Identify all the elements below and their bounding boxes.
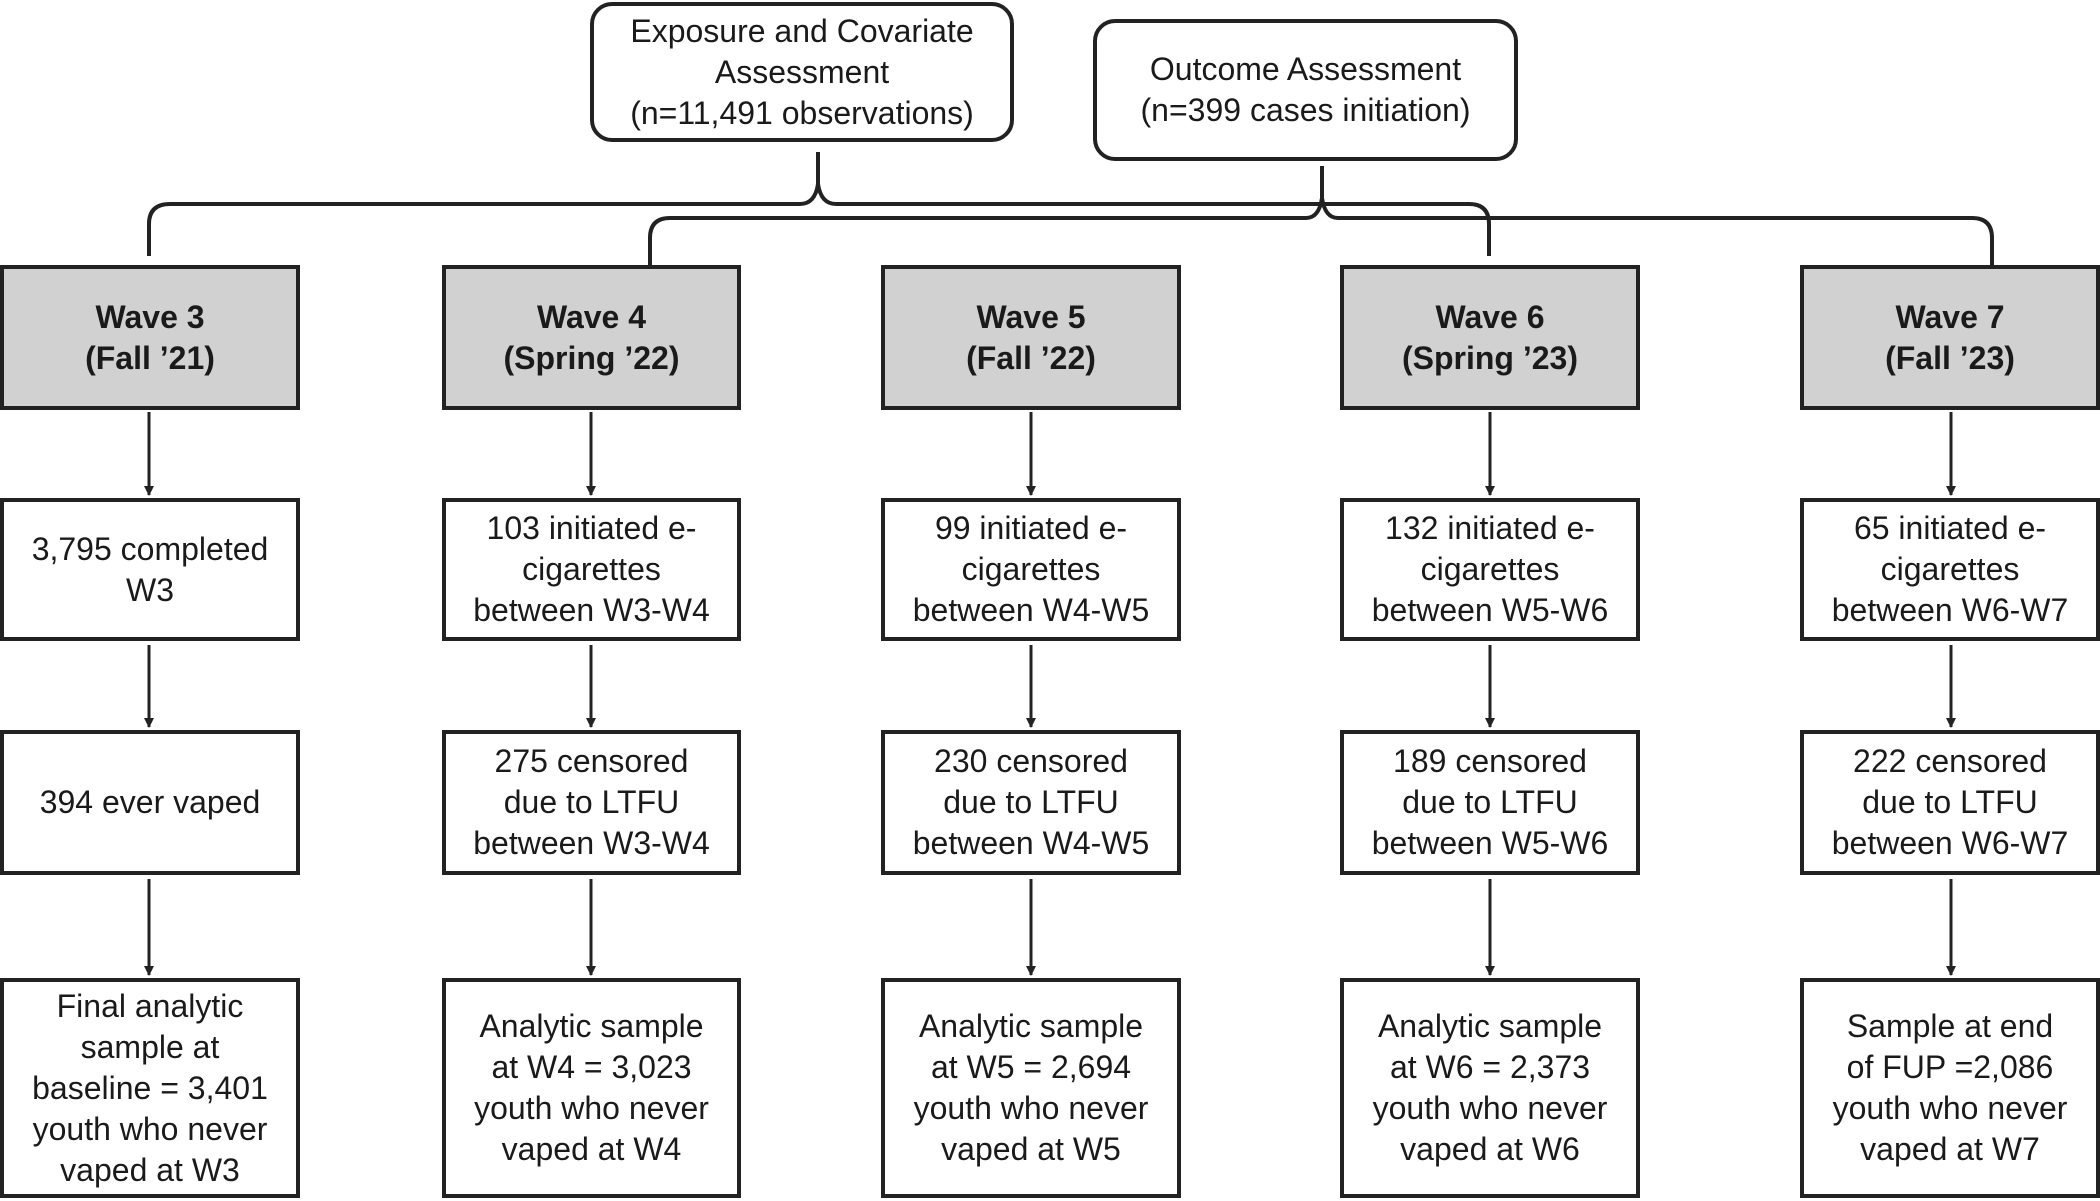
initiated-text: 132 initiated e- cigarettes between W5-W… <box>1371 510 1609 628</box>
wave-4-initiated-box: 103 initiated e- cigarettes between W3-W… <box>442 498 741 641</box>
wave-3-censored-box: 394 ever vaped <box>0 730 300 875</box>
wave-3-initiated-box: 3,795 completed W3 <box>0 498 300 641</box>
wave-title: Wave 6 (Spring ’23) <box>1401 298 1578 376</box>
sample-text: Analytic sample at W4 = 3,023 youth who … <box>474 1008 709 1167</box>
censored-text: 189 censored due to LTFU between W5-W6 <box>1371 743 1609 861</box>
outcome-assessment-text: Outcome Assessment (n=399 cases initiati… <box>1140 51 1471 128</box>
exposure-assessment-box: Exposure and Covariate Assessment (n=11,… <box>590 2 1014 142</box>
wave-7-header: Wave 7 (Fall ’23) <box>1800 265 2100 410</box>
wave-6-header: Wave 6 (Spring ’23) <box>1340 265 1640 410</box>
wave-title: Wave 7 (Fall ’23) <box>1885 298 2015 376</box>
exposure-assessment-text: Exposure and Covariate Assessment (n=11,… <box>630 12 974 131</box>
initiated-text: 3,795 completed W3 <box>31 530 269 608</box>
sample-text: Analytic sample at W5 = 2,694 youth who … <box>913 1008 1149 1167</box>
sample-text: Sample at end of FUP =2,086 youth who ne… <box>1832 1008 2068 1167</box>
wave-7-sample-box: Sample at end of FUP =2,086 youth who ne… <box>1800 978 2100 1198</box>
wave-5-header: Wave 5 (Fall ’22) <box>881 265 1181 410</box>
wave-title: Wave 4 (Spring ’22) <box>503 298 680 376</box>
sample-text: Final analytic sample at baseline = 3,40… <box>32 987 268 1188</box>
censored-text: 275 censored due to LTFU between W3-W4 <box>473 743 710 861</box>
outcome-bracket <box>648 166 1994 266</box>
wave-title: Wave 3 (Fall ’21) <box>85 298 215 376</box>
censored-text: 230 censored due to LTFU between W4-W5 <box>912 743 1150 861</box>
censored-text: 394 ever vaped <box>39 784 261 820</box>
wave-4-censored-box: 275 censored due to LTFU between W3-W4 <box>442 730 741 875</box>
wave-6-sample-box: Analytic sample at W6 = 2,373 youth who … <box>1340 978 1640 1198</box>
initiated-text: 99 initiated e- cigarettes between W4-W5 <box>912 510 1150 628</box>
wave-4-sample-box: Analytic sample at W4 = 3,023 youth who … <box>442 978 741 1198</box>
sample-text: Analytic sample at W6 = 2,373 youth who … <box>1372 1008 1608 1167</box>
wave-7-censored-box: 222 censored due to LTFU between W6-W7 <box>1800 730 2100 875</box>
wave-7-initiated-box: 65 initiated e- cigarettes between W6-W7 <box>1800 498 2100 641</box>
wave-5-censored-box: 230 censored due to LTFU between W4-W5 <box>881 730 1181 875</box>
wave-6-censored-box: 189 censored due to LTFU between W5-W6 <box>1340 730 1640 875</box>
wave-5-initiated-box: 99 initiated e- cigarettes between W4-W5 <box>881 498 1181 641</box>
wave-3-sample-box: Final analytic sample at baseline = 3,40… <box>0 978 300 1198</box>
wave-6-initiated-box: 132 initiated e- cigarettes between W5-W… <box>1340 498 1640 641</box>
wave-title: Wave 5 (Fall ’22) <box>966 298 1096 376</box>
censored-text: 222 censored due to LTFU between W6-W7 <box>1831 743 2069 861</box>
initiated-text: 103 initiated e- cigarettes between W3-W… <box>473 510 710 628</box>
wave-4-header: Wave 4 (Spring ’22) <box>442 265 741 410</box>
wave-5-sample-box: Analytic sample at W5 = 2,694 youth who … <box>881 978 1181 1198</box>
exposure-bracket <box>147 152 1491 256</box>
initiated-text: 65 initiated e- cigarettes between W6-W7 <box>1831 510 2069 628</box>
wave-3-header: Wave 3 (Fall ’21) <box>0 265 300 410</box>
outcome-assessment-box: Outcome Assessment (n=399 cases initiati… <box>1093 19 1518 161</box>
